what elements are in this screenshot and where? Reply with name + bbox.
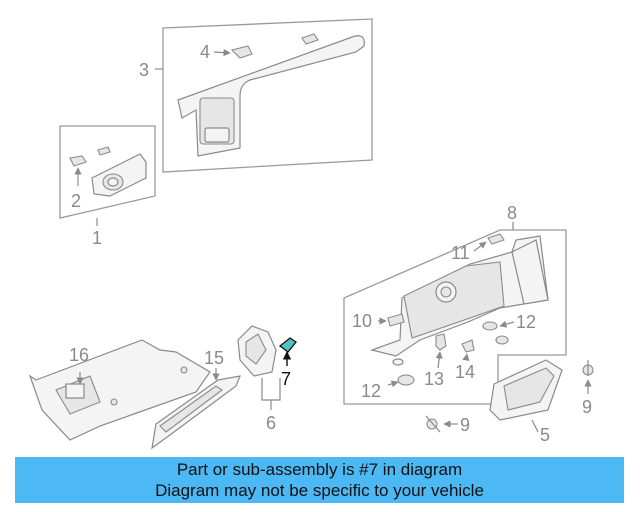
- group-8-glovebox-area: [343, 222, 567, 405]
- banner-line-disclaimer: Diagram may not be specific to your vehi…: [155, 481, 484, 500]
- callout-5: 5: [540, 425, 550, 445]
- part-16-lower-cover: [28, 339, 211, 441]
- callout-10: 10: [352, 311, 372, 331]
- group-3-upper-panel: [155, 18, 373, 173]
- callout-11: 11: [451, 243, 470, 263]
- callout-6: 6: [266, 413, 276, 433]
- glovebox-door-frame: [403, 261, 505, 339]
- callout-8: 8: [507, 203, 517, 223]
- clip-part-4: [230, 45, 253, 59]
- clip-part-10: [387, 313, 405, 327]
- callout-2: 2: [71, 191, 81, 211]
- group-1-frame: [59, 125, 156, 219]
- clip-part-13: [435, 333, 447, 351]
- clip-part-2: [69, 155, 87, 167]
- part-7-highlighted-clip: [278, 337, 297, 366]
- callout-12-lower: 12: [361, 381, 381, 401]
- callout-14: 14: [455, 362, 475, 382]
- callout-12-upper: 12: [516, 312, 536, 332]
- callout-3: 3: [139, 60, 149, 80]
- clip-part-11: [487, 233, 505, 245]
- clip-top-right: [301, 33, 319, 45]
- callout-4: 4: [200, 42, 210, 62]
- callout-13: 13: [424, 369, 444, 389]
- grommet-12-lower: [397, 374, 415, 386]
- callout-9-lower: 9: [460, 415, 470, 435]
- callout-7-highlighted: 7: [281, 369, 291, 389]
- part-5-glovebox-door: [489, 359, 563, 433]
- info-banner: Part or sub-assembly is #7 in diagram Di…: [15, 457, 624, 503]
- parts-diagram: 1 2 3 4 5 6 7 8 9 9 10 11 12 12 13 14 15…: [28, 18, 594, 450]
- group-1-switch-bezel: [59, 125, 156, 226]
- banner-line-part: Part or sub-assembly is #7 in diagram: [176, 460, 463, 479]
- callout-1: 1: [92, 228, 102, 248]
- callout-9-right: 9: [582, 397, 592, 417]
- group-8-frame: [343, 229, 567, 405]
- part-15-side-trim: [151, 368, 241, 450]
- part-9-bolts: [425, 360, 594, 433]
- grommet-12-upper: [482, 321, 498, 331]
- group-3-frame: [162, 18, 373, 173]
- part-6-bracket: [237, 325, 281, 410]
- clip-part-14: [461, 339, 475, 353]
- callout-16: 16: [69, 345, 89, 365]
- callout-15: 15: [204, 348, 224, 368]
